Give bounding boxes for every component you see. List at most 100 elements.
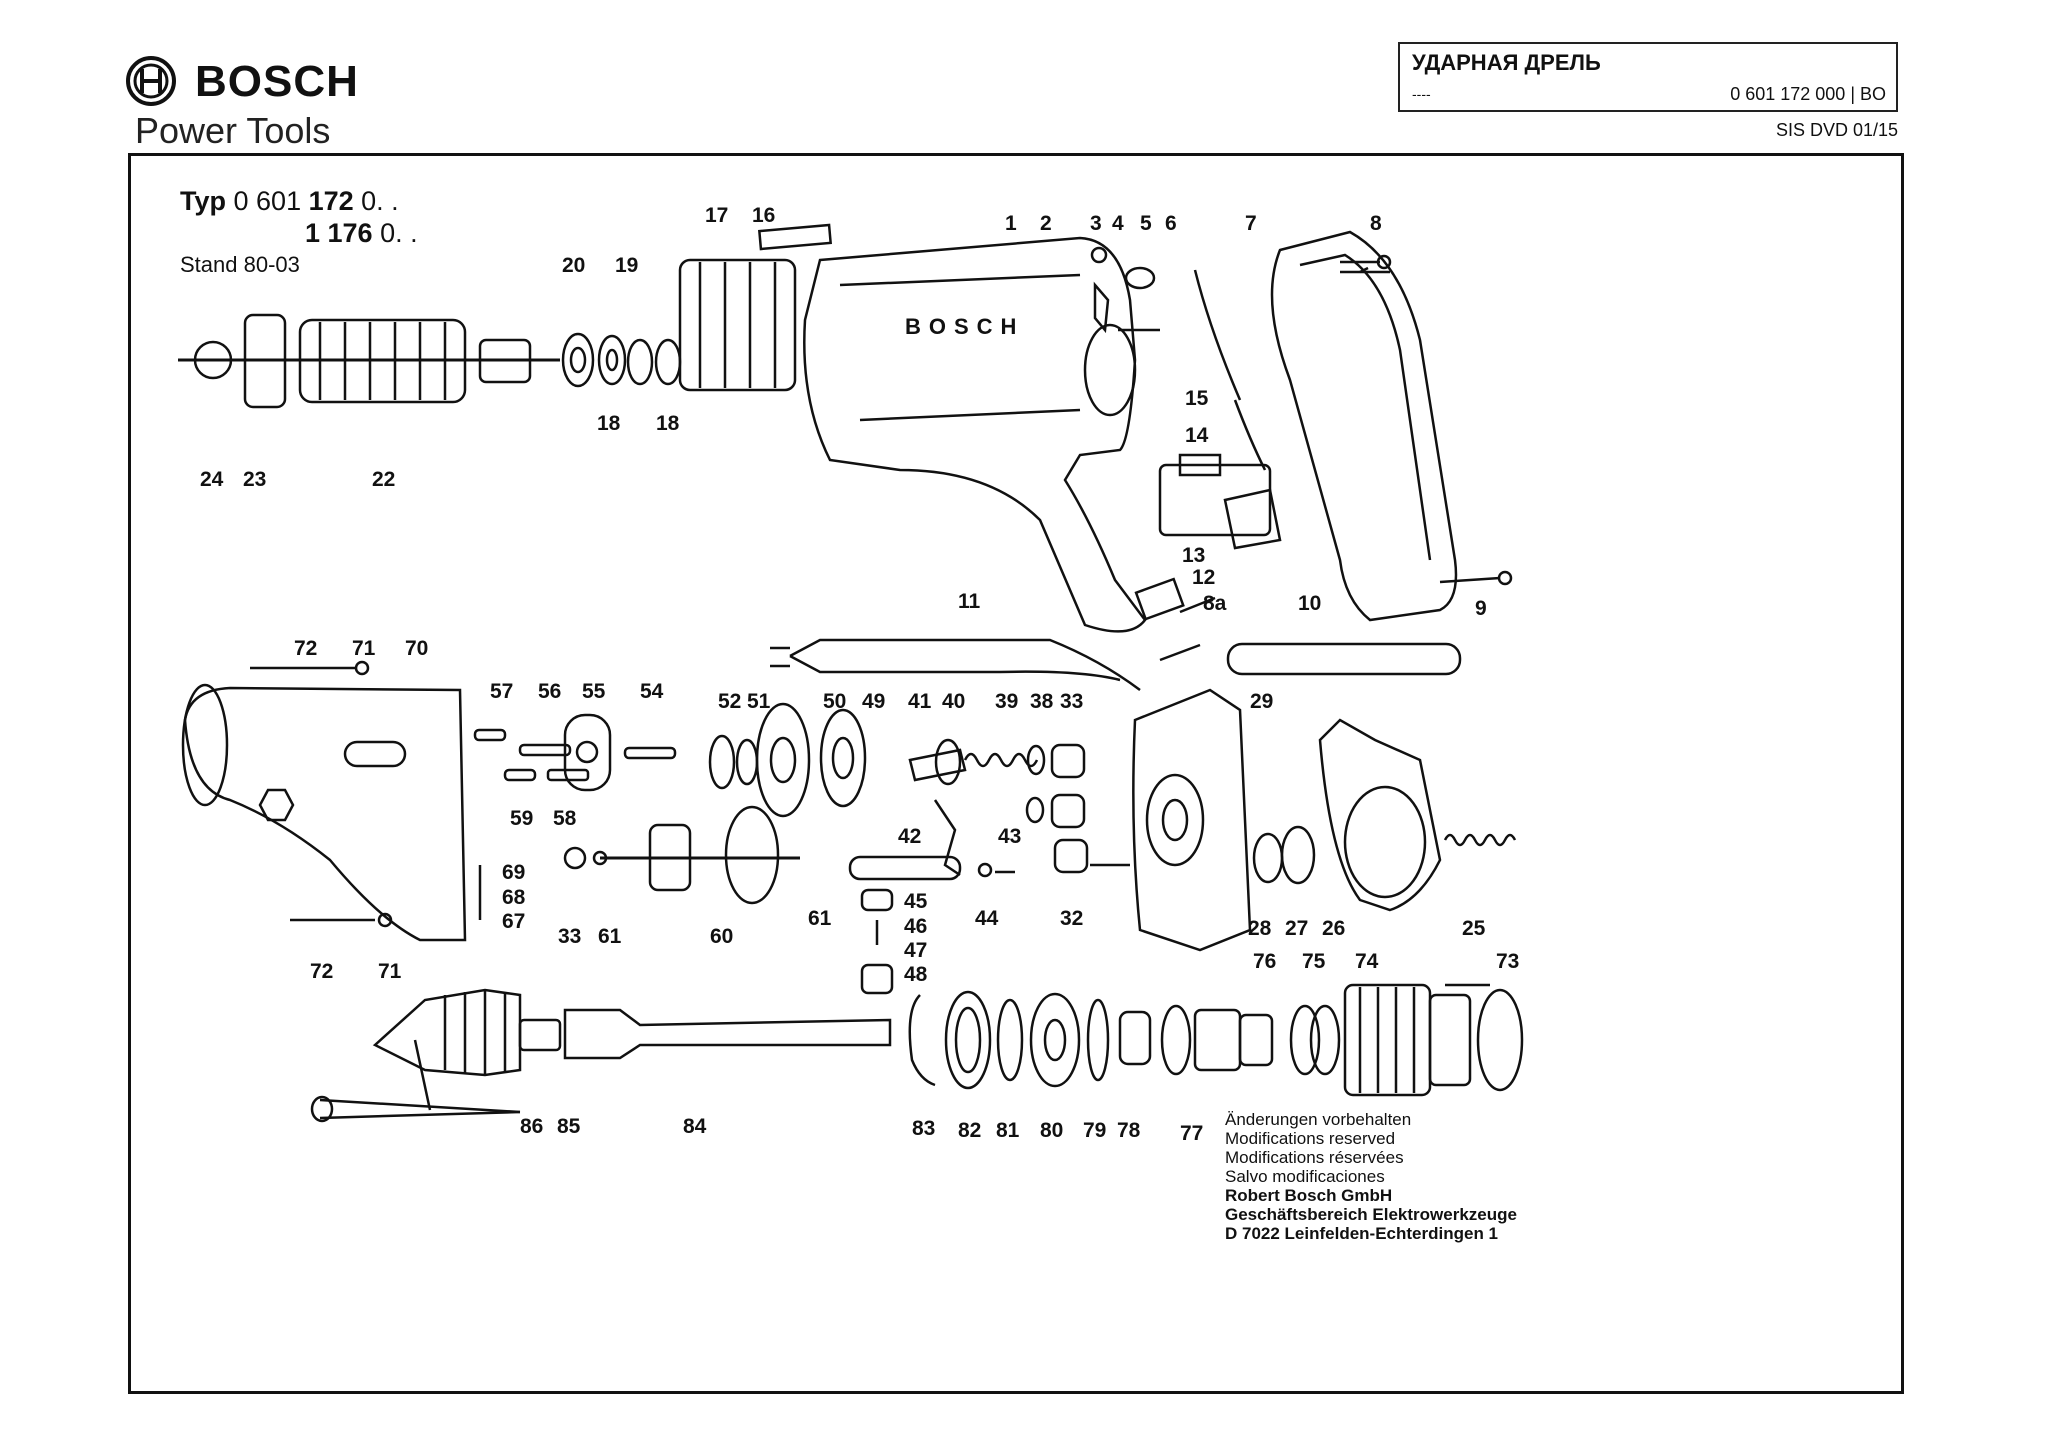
gears-drawing	[708, 702, 867, 818]
part-label: 38	[1030, 690, 1054, 713]
part-label: 76	[1253, 950, 1276, 973]
bosch-logo-icon	[126, 56, 176, 106]
part-label: 32	[1060, 907, 1083, 930]
part-label: 72	[310, 960, 333, 983]
shaft-gear-drawing	[563, 805, 800, 905]
armature-drawing	[178, 313, 560, 409]
bearing-washers-drawing	[561, 332, 682, 388]
handle-cover-drawing	[1270, 230, 1458, 622]
part-label: 39	[995, 690, 1018, 713]
part-label: 3	[1090, 212, 1102, 235]
part-label: 28	[1248, 917, 1272, 940]
lever-parts-drawing	[848, 799, 1015, 995]
part-label: 52	[718, 690, 741, 713]
part-label: 69	[502, 861, 525, 884]
field-coil-drawing	[678, 223, 833, 392]
document-title: УДАРНАЯ ДРЕЛЬ	[1412, 50, 1601, 75]
part-label: 8a	[1203, 592, 1227, 615]
part-label: 54	[640, 680, 664, 703]
part-number: 0 601 172 000 | BO	[1730, 84, 1886, 104]
part-label: 16	[752, 204, 775, 227]
brush-holder-parts-drawing	[1090, 246, 1160, 334]
part-label: 6	[1165, 212, 1177, 235]
housing-brand-text: BOSCH	[905, 314, 1024, 339]
part-label: 67	[502, 910, 525, 933]
brand-name: BOSCH	[195, 57, 359, 106]
part-label: 33	[1060, 690, 1083, 713]
drawing-frame	[128, 153, 1904, 1394]
part-label: 2	[1040, 212, 1052, 235]
part-label: 55	[582, 680, 606, 703]
part-label: 71	[378, 960, 402, 983]
part-label: 68	[502, 886, 526, 909]
part-label: 18	[597, 412, 621, 435]
drive-pins-drawing	[473, 713, 677, 792]
part-label: 29	[1250, 690, 1273, 713]
part-label: 23	[243, 468, 266, 491]
part-label: 79	[1083, 1119, 1106, 1142]
part-label: 57	[490, 680, 513, 703]
part-label: 13	[1182, 544, 1205, 567]
part-label: 77	[1180, 1122, 1203, 1145]
part-label: 11	[958, 590, 981, 613]
spring-set-drawing	[908, 738, 1089, 874]
part-label: 78	[1117, 1119, 1141, 1142]
part-label: 74	[1355, 950, 1379, 973]
part-label: 24	[200, 468, 224, 491]
part-label: 1	[1005, 212, 1017, 235]
notes-block: Änderungen vorbehalten Modifications res…	[1225, 1110, 1517, 1243]
rear-cover-drawing	[1252, 718, 1517, 912]
part-label: 8	[1370, 212, 1382, 235]
part-label: 85	[557, 1115, 581, 1138]
brand-block: BOSCH Power Tools	[125, 55, 385, 155]
power-cable-drawing	[770, 269, 1267, 692]
part-label: 26	[1322, 917, 1345, 940]
chuck-spindle-drawing	[310, 988, 892, 1123]
part-label: 17	[705, 204, 728, 227]
typ1-prefix: 0 601	[233, 186, 309, 216]
typ2-suffix: 0. .	[372, 218, 418, 248]
part-label: 18	[656, 412, 680, 435]
part-label: 19	[615, 254, 638, 277]
typ1-bold: 172	[308, 186, 354, 216]
part-label: 58	[553, 807, 577, 830]
part-label: 10	[1298, 592, 1321, 615]
part-label: 56	[538, 680, 561, 703]
company-line: Geschäftsbereich Elektrowerkzeuge	[1225, 1205, 1517, 1224]
clamp-screws-drawing	[1134, 254, 1513, 676]
part-label: 27	[1285, 917, 1308, 940]
spindle-parts-drawing	[908, 983, 1524, 1097]
switch-drawing	[1158, 453, 1282, 550]
part-label: 15	[1185, 387, 1209, 410]
title-box: УДАРНАЯ ДРЕЛЬ ---- 0 601 172 000 | BO	[1398, 42, 1898, 112]
part-label: 59	[510, 807, 533, 830]
stand-label: Stand 80-03	[180, 252, 300, 277]
part-label: 70	[405, 637, 428, 660]
note-line: Modifications reserved	[1225, 1129, 1396, 1148]
note-line: Änderungen vorbehalten	[1225, 1110, 1412, 1129]
part-label: 49	[862, 690, 885, 713]
part-label: 14	[1185, 424, 1209, 447]
note-line: Modifications réservées	[1225, 1148, 1404, 1167]
part-label: 7	[1245, 212, 1257, 235]
company-line: Robert Bosch GmbH	[1225, 1186, 1393, 1205]
part-label: 72	[294, 637, 317, 660]
part-label: 5	[1140, 212, 1152, 235]
part-label: 51	[747, 690, 771, 713]
part-label: 84	[683, 1115, 707, 1138]
part-label: 43	[998, 825, 1021, 848]
part-label: 40	[942, 690, 965, 713]
part-label: 80	[1040, 1119, 1063, 1142]
part-label: 86	[520, 1115, 543, 1138]
gear-housing-drawing	[181, 660, 482, 942]
typ2-bold: 1 176	[305, 218, 373, 248]
part-label: 44	[975, 907, 999, 930]
part-label: 22	[372, 468, 395, 491]
part-label: 41	[908, 690, 932, 713]
part-label: 82	[958, 1119, 981, 1142]
sheet-reference: SIS DVD 01/15	[1775, 120, 1898, 140]
part-label: 75	[1302, 950, 1326, 973]
brand-subtitle: Power Tools	[135, 110, 331, 151]
typ-label: Typ	[180, 186, 226, 216]
